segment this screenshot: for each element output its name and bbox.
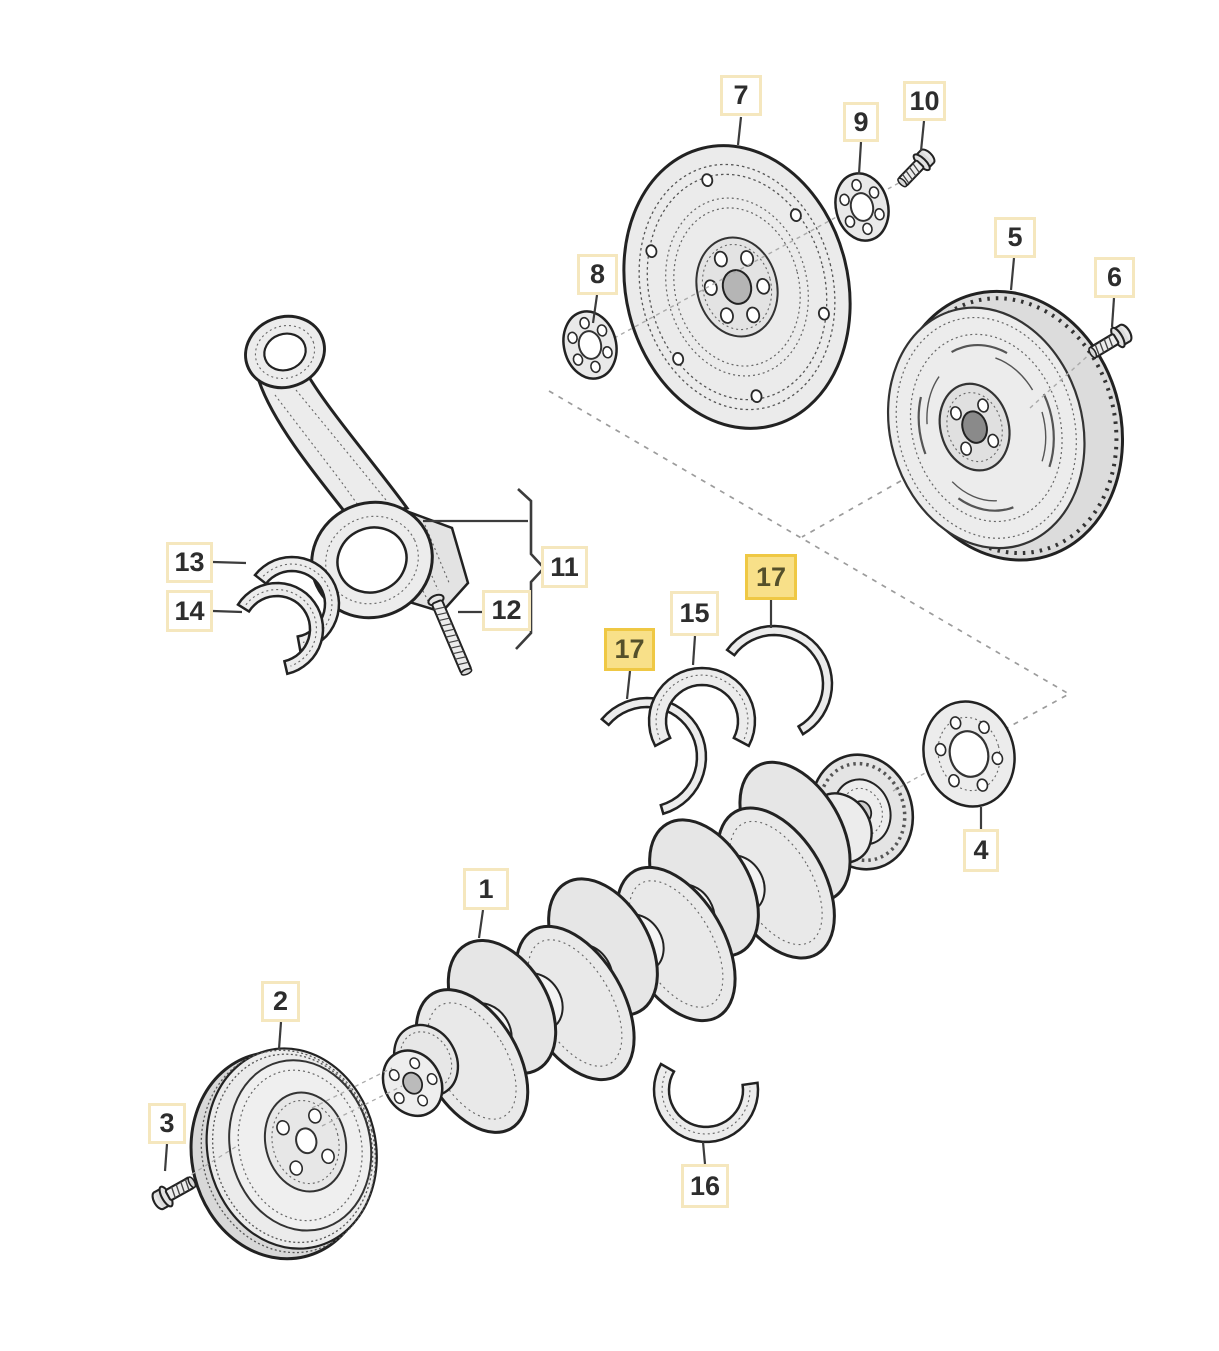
callout-1[interactable]: 1 (463, 868, 509, 910)
assembly-guide-lines (548, 390, 1071, 729)
callout-11[interactable]: 11 (541, 546, 588, 588)
rod-bearing-shell-14-drawing (236, 581, 325, 676)
crank-nose-flange (381, 1023, 460, 1118)
callout-15[interactable]: 15 (670, 591, 719, 636)
callout-5[interactable]: 5 (994, 217, 1036, 258)
callout-17-right[interactable]: 17 (745, 554, 797, 600)
pulley-drawing (189, 1047, 378, 1261)
flywheel-drawing (622, 144, 852, 430)
callout-8[interactable]: 8 (577, 254, 618, 295)
callout-9[interactable]: 9 (843, 102, 879, 142)
shim-plate-8-drawing (562, 310, 618, 380)
connecting-rod-drawing (244, 314, 470, 620)
callout-leader-lines (163, 116, 1116, 1172)
callout-13[interactable]: 13 (166, 542, 213, 583)
callout-3[interactable]: 3 (148, 1103, 186, 1144)
main-bearing-shell-15-drawing (647, 666, 757, 748)
thrust-washer-17-right-drawing (725, 624, 834, 736)
callout-16[interactable]: 16 (681, 1164, 729, 1208)
rod-bolt-12-drawing (427, 593, 473, 676)
callout-2[interactable]: 2 (261, 981, 300, 1022)
crankshaft-drawing (381, 753, 915, 1134)
callout-7[interactable]: 7 (720, 75, 762, 116)
callout-10[interactable]: 10 (903, 81, 946, 121)
sender-plate-4-drawing (922, 700, 1016, 808)
flywheel-bolt-10-drawing (891, 144, 939, 193)
callout-17-left[interactable]: 17 (604, 628, 655, 671)
callout-6[interactable]: 6 (1094, 257, 1135, 298)
shim-plate-9-drawing (834, 172, 890, 242)
callout-12[interactable]: 12 (482, 590, 531, 631)
callout-14[interactable]: 14 (166, 590, 213, 632)
pulley-bolt-3-drawing (148, 1170, 201, 1214)
flywheel-bolt-6-drawing (1083, 320, 1136, 365)
callout-4[interactable]: 4 (963, 829, 999, 872)
main-bearing-shell-16-drawing (652, 1062, 760, 1144)
dual-mass-flywheel-drawing (886, 289, 1125, 562)
